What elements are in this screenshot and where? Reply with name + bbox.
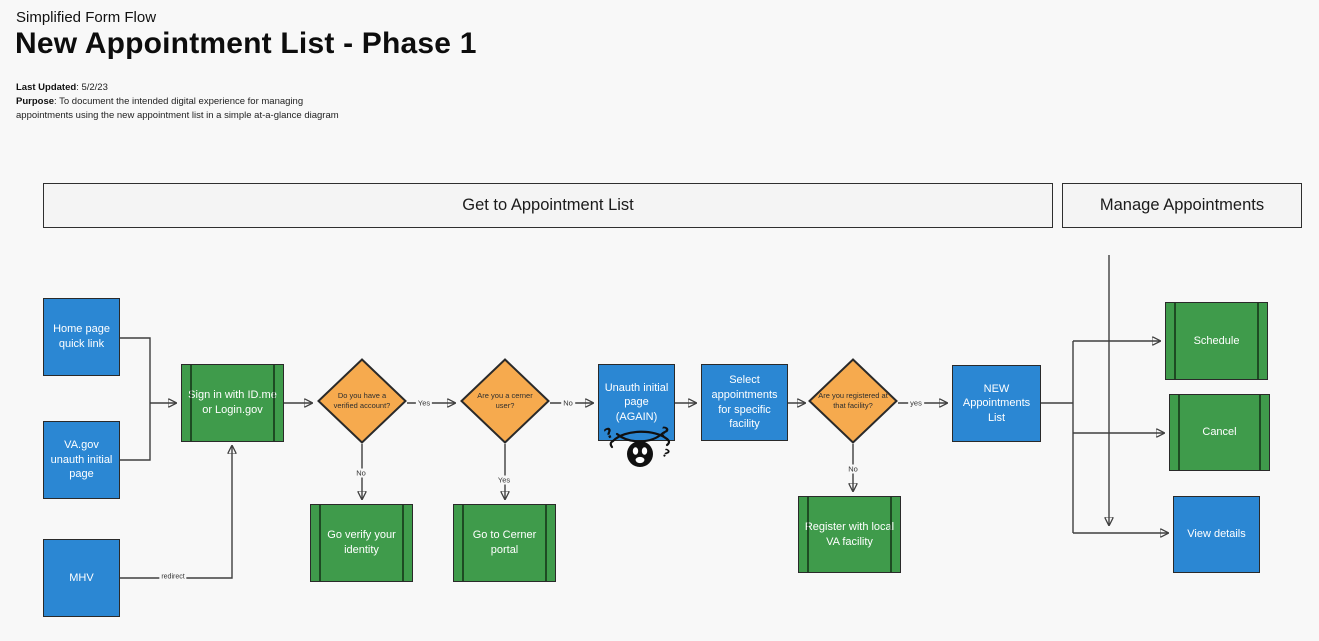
- edge-home-va-merge: [120, 337, 151, 461]
- node-label: Go verify your identity: [327, 529, 396, 556]
- edge-label-verified-no: No: [354, 468, 368, 478]
- node-label: Schedule: [1193, 334, 1240, 347]
- purpose-value: : To document the intended digital exper…: [16, 96, 339, 121]
- section-label: Manage Appointments: [1099, 196, 1265, 214]
- diamond-shape: [460, 358, 550, 444]
- decision-verified-account[interactable]: Do you have a verified account?: [317, 358, 407, 444]
- diamond-shape: [808, 358, 898, 444]
- purpose: Purpose: To document the intended digita…: [16, 95, 354, 122]
- last-updated-label: Last Updated: [16, 82, 77, 93]
- edge-label-redirect: redirect: [159, 573, 187, 581]
- last-updated: Last Updated: 5/2/23: [16, 81, 108, 95]
- decision-label: Are you a cerner user?: [477, 390, 533, 410]
- node-label: Cancel: [1202, 426, 1237, 439]
- dizzy-face-question-marks-emoji: ? ? ?: [603, 424, 672, 467]
- node-view-details[interactable]: View details: [1173, 496, 1260, 573]
- node-register-local-va-facility[interactable]: Register with local VA facility: [798, 496, 901, 573]
- node-home-page-quick-link[interactable]: Home page quick link: [43, 298, 120, 376]
- node-label: Sign in with ID.me or Login.gov: [188, 389, 277, 416]
- node-label: Unauth initial page (AGAIN): [604, 381, 669, 423]
- svg-text:?: ?: [603, 425, 616, 443]
- node-cancel[interactable]: Cancel: [1169, 394, 1270, 471]
- edge-mhv-redirect: [120, 446, 232, 579]
- node-label: Register with local VA facility: [804, 520, 895, 548]
- node-label: Home page quick link: [53, 323, 110, 350]
- section-get-to-appointment-list[interactable]: Get to Appointment List: [43, 183, 1053, 228]
- decision-label: Do you have a verified account?: [333, 390, 391, 410]
- page-title: New Appointment List - Phase 1: [15, 27, 477, 60]
- node-sign-in-idme-logingov[interactable]: Sign in with ID.me or Login.gov: [181, 364, 284, 442]
- edge-label-registered-no: No: [846, 464, 860, 474]
- purpose-label: Purpose: [16, 96, 55, 107]
- doc-subtitle: Simplified Form Flow: [16, 9, 157, 26]
- node-label: View details: [1187, 528, 1246, 541]
- edge-label-registered-yes: yes: [908, 398, 924, 408]
- node-label: NEW Appointments List: [962, 382, 1031, 424]
- decision-cerner-user[interactable]: Are you a cerner user?: [460, 358, 550, 444]
- diamond-shape: [317, 358, 407, 444]
- last-updated-value: : 5/2/23: [76, 82, 108, 93]
- node-mhv[interactable]: MHV: [43, 539, 120, 617]
- node-schedule[interactable]: Schedule: [1165, 302, 1268, 380]
- svg-text:?: ?: [660, 446, 672, 460]
- edge-label-cerner-yes: Yes: [495, 475, 513, 485]
- node-label: MHV: [69, 571, 94, 584]
- decision-label: Are you registered at that facility?: [818, 390, 888, 410]
- node-label: Select appointments for specific facilit…: [711, 374, 778, 431]
- section-label: Get to Appointment List: [462, 196, 634, 214]
- node-go-verify-identity[interactable]: Go verify your identity: [310, 504, 413, 582]
- node-select-appointments[interactable]: Select appointments for specific facilit…: [701, 364, 788, 441]
- edge-label-verified-yes: Yes: [415, 398, 433, 408]
- decision-registered-at-facility[interactable]: Are you registered at that facility?: [808, 358, 898, 444]
- node-label: Go to Cerner portal: [472, 529, 537, 556]
- node-new-appointments-list[interactable]: NEW Appointments List: [952, 365, 1041, 442]
- section-manage-appointments[interactable]: Manage Appointments: [1062, 183, 1302, 228]
- node-vagov-unauth-initial-page[interactable]: VA.gov unauth initial page: [43, 421, 120, 499]
- node-label: VA.gov unauth initial page: [50, 439, 113, 481]
- node-go-to-cerner-portal[interactable]: Go to Cerner portal: [453, 504, 556, 582]
- edge-label-cerner-no: No: [561, 398, 575, 408]
